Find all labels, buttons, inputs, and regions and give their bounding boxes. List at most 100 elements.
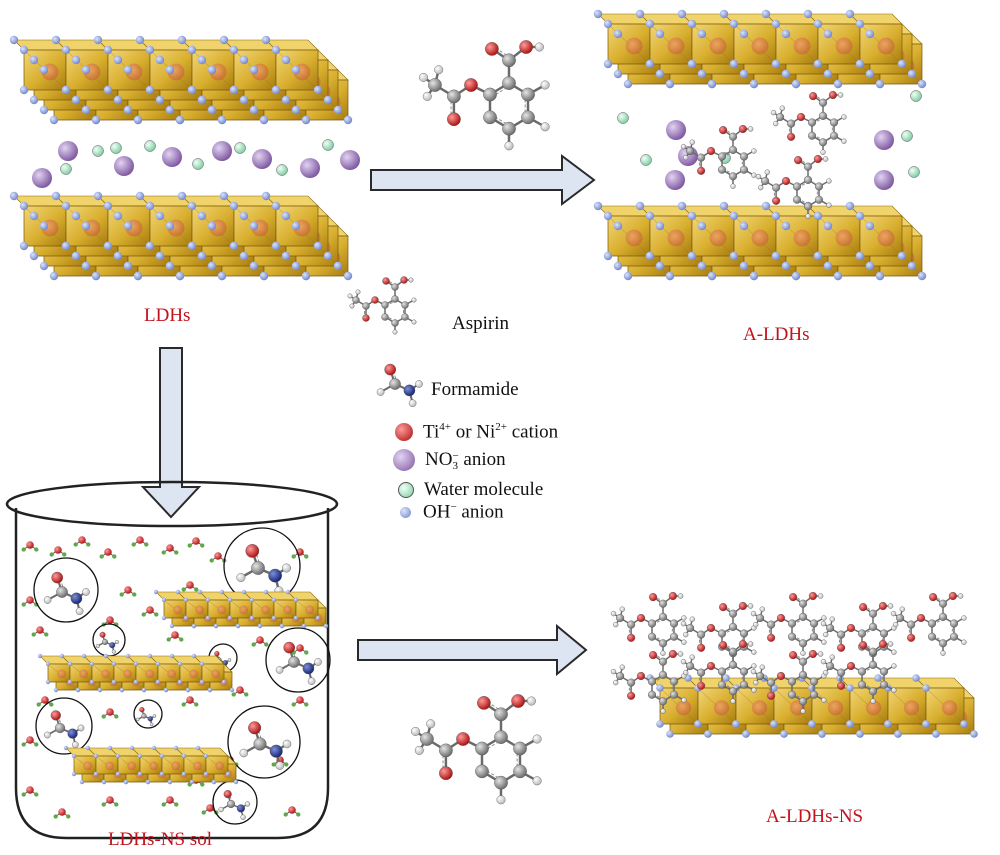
hydroxide-sphere bbox=[249, 65, 259, 75]
hydroxide-sphere bbox=[71, 753, 77, 759]
hydroxide-sphere bbox=[323, 251, 333, 261]
hydroxide-sphere bbox=[912, 674, 920, 682]
water-molecule bbox=[21, 541, 39, 552]
water-molecule bbox=[187, 537, 205, 548]
hydroxide-sphere bbox=[922, 720, 930, 728]
hydroxide-sphere bbox=[133, 661, 139, 667]
hydroxide-sphere bbox=[219, 589, 225, 595]
hydroxide-sphere bbox=[93, 35, 103, 45]
hydroxide-sphere bbox=[656, 684, 664, 692]
hydroxide-sphere bbox=[29, 95, 39, 105]
hydroxide-sphere bbox=[177, 661, 183, 667]
water-molecule bbox=[101, 616, 119, 627]
aspirin-legend-icon bbox=[347, 276, 417, 335]
hydroxide-sphere bbox=[199, 661, 205, 667]
nitrate-anion bbox=[874, 170, 894, 190]
hydroxide-sphere bbox=[897, 251, 907, 261]
hydroxide-sphere bbox=[855, 211, 865, 221]
hydroxide-sphere bbox=[780, 730, 788, 738]
hydroxide-sphere bbox=[199, 679, 205, 685]
hydroxide-sphere bbox=[175, 115, 185, 125]
hydroxide-sphere bbox=[91, 115, 101, 125]
hydroxide-sphere bbox=[61, 45, 71, 55]
hydroxide-sphere bbox=[707, 79, 717, 89]
hydroxide-sphere bbox=[271, 615, 277, 621]
hydroxide-sphere bbox=[85, 745, 91, 751]
hydroxide-sphere bbox=[71, 211, 81, 221]
hydroxide-sphere bbox=[846, 684, 854, 692]
hydroxide-sphere bbox=[281, 95, 291, 105]
hydroxide-sphere bbox=[261, 191, 271, 201]
hydroxide-sphere bbox=[291, 221, 301, 231]
hydroxide-sphere bbox=[655, 261, 665, 271]
hydroxide-sphere bbox=[81, 105, 91, 115]
hydroxide-sphere bbox=[865, 29, 875, 39]
a-ldh-layer-bottom bbox=[593, 201, 927, 281]
hydroxide-sphere bbox=[229, 201, 239, 211]
hydroxide-sphere bbox=[855, 59, 865, 69]
hydroxide-sphere bbox=[781, 69, 791, 79]
hydroxide-sphere bbox=[187, 241, 197, 251]
hydroxide-sphere bbox=[9, 35, 19, 45]
hydroxide-sphere bbox=[722, 674, 730, 682]
hydroxide-sphere bbox=[151, 745, 157, 751]
water-molecule bbox=[53, 808, 71, 819]
hydroxide-sphere bbox=[856, 730, 864, 738]
hydroxide-sphere bbox=[155, 661, 161, 667]
hydroxide-sphere bbox=[113, 95, 123, 105]
water-molecule bbox=[251, 636, 269, 647]
hydroxide-sphere bbox=[163, 687, 169, 693]
hydroxide-sphere bbox=[259, 115, 269, 125]
water-molecule bbox=[291, 644, 309, 655]
hydroxide-sphere bbox=[173, 745, 179, 751]
hydroxide-sphere bbox=[271, 241, 281, 251]
hydroxide-sphere bbox=[739, 29, 749, 39]
hydroxide-sphere bbox=[291, 105, 301, 115]
hydroxide-sphere bbox=[161, 597, 167, 603]
hydroxide-sphere bbox=[159, 771, 165, 777]
hydroxide-sphere bbox=[161, 615, 167, 621]
hydroxide-sphere bbox=[133, 115, 143, 125]
water-sphere-icon bbox=[398, 482, 414, 498]
nitrate-anion bbox=[666, 120, 686, 140]
hydroxide-sphere bbox=[917, 79, 927, 89]
hydroxide-sphere bbox=[235, 623, 241, 629]
legend-formamide-label: Formamide bbox=[431, 379, 519, 400]
nitrate-anion bbox=[212, 141, 232, 161]
hydroxide-sphere bbox=[781, 29, 791, 39]
hydroxide-sphere bbox=[761, 9, 771, 19]
hydroxide-sphere bbox=[279, 623, 285, 629]
intercalated-aspirin-1 bbox=[680, 124, 757, 189]
hydroxide-sphere bbox=[257, 623, 263, 629]
nitrate-anion bbox=[252, 149, 272, 169]
hydroxide-sphere bbox=[249, 105, 259, 115]
hydroxide-sphere bbox=[81, 221, 91, 231]
hydroxide-sphere bbox=[865, 69, 875, 79]
hydroxide-sphere bbox=[291, 65, 301, 75]
hydroxide-sphere bbox=[89, 679, 95, 685]
hydroxide-sphere bbox=[123, 261, 133, 271]
water-sphere bbox=[617, 112, 629, 124]
hydroxide-sphere bbox=[81, 65, 91, 75]
hydroxide-sphere bbox=[271, 85, 281, 95]
hydroxide-sphere bbox=[205, 615, 211, 621]
hydroxide-sphere bbox=[655, 69, 665, 79]
legend-hydroxide: OH− anion bbox=[400, 501, 504, 523]
hydroxide-sphere bbox=[165, 65, 175, 75]
hydroxide-sphere bbox=[71, 251, 81, 261]
hydroxide-sphere bbox=[19, 201, 29, 211]
hydroxide-sphere bbox=[197, 589, 203, 595]
hydroxide-sphere bbox=[761, 201, 771, 211]
hydroxide-sphere bbox=[875, 79, 885, 89]
solvent-shell-circle bbox=[265, 627, 331, 693]
hydroxide-sphere bbox=[874, 674, 882, 682]
hydroxide-sphere bbox=[291, 261, 301, 271]
hydroxide-sphere bbox=[71, 55, 81, 65]
hydroxide-sphere bbox=[71, 95, 81, 105]
hydroxide-sphere bbox=[603, 59, 613, 69]
hydroxide-sphere bbox=[884, 720, 892, 728]
legend-cation-label: Ti4+ or Ni2+ cation bbox=[423, 421, 559, 443]
hydroxide-sphere bbox=[51, 191, 61, 201]
hydroxide-sphere bbox=[93, 753, 99, 759]
hydroxide-sphere bbox=[217, 271, 227, 281]
